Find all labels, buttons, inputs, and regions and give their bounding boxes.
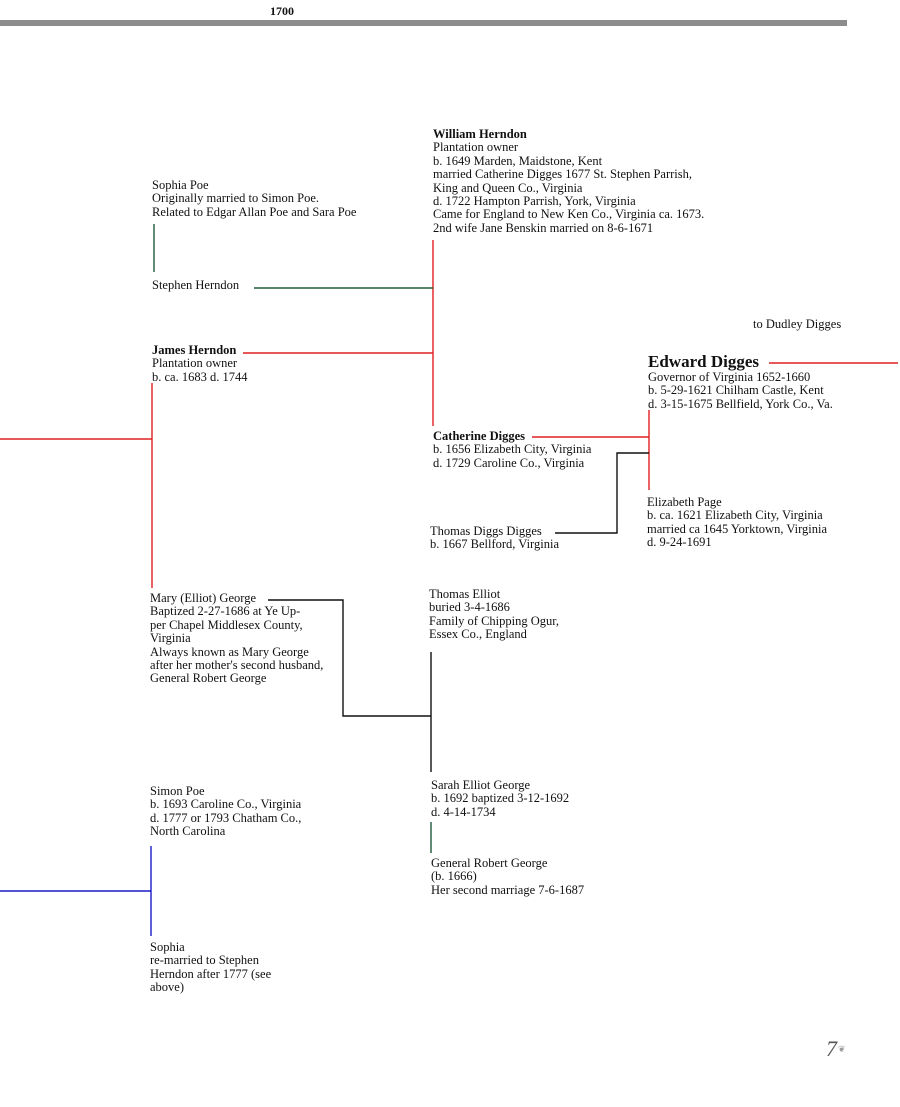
person-name: Sarah Elliot George bbox=[431, 778, 531, 792]
person-detail-line: d. 1777 or 1793 Chatham Co., bbox=[150, 810, 302, 825]
person-detail-line: Virginia bbox=[150, 631, 191, 646]
person-detail-line: b. 1656 Elizabeth City, Virginia bbox=[433, 442, 592, 457]
person-name: Mary (Elliot) George bbox=[150, 591, 256, 605]
person-detail-line: (b. 1666) bbox=[431, 869, 477, 884]
era-year-label: 1700 bbox=[270, 4, 294, 18]
person-detail-line: Plantation owner bbox=[152, 356, 238, 371]
person-detail-line: General Robert George bbox=[150, 671, 267, 686]
black-connectors bbox=[268, 452, 649, 772]
person-detail-line: King and Queen Co., Virginia bbox=[433, 180, 583, 195]
person-detail-line: North Carolina bbox=[150, 824, 226, 839]
person-name: to Dudley Digges bbox=[753, 317, 842, 331]
link-dudley-digges: to Dudley Digges bbox=[753, 317, 842, 331]
person-detail-line: b. ca. 1683 d. 1744 bbox=[152, 369, 248, 384]
header-rule bbox=[0, 20, 847, 26]
person-name: Elizabeth Page bbox=[647, 495, 722, 509]
person-detail-line: Governor of Virginia 1652-1660 bbox=[648, 370, 811, 384]
person-detail-line: Herndon after 1777 (see bbox=[150, 966, 272, 981]
person-stephen-herndon: Stephen Herndon bbox=[152, 278, 240, 292]
connector-line bbox=[268, 599, 431, 717]
person-detail-line: per Chapel Middlesex County, bbox=[150, 617, 303, 632]
person-detail-line: Always known as Mary George bbox=[150, 644, 309, 659]
person-detail-line: Her second marriage 7-6-1687 bbox=[431, 882, 585, 897]
person-detail-line: d. 9-24-1691 bbox=[647, 535, 712, 550]
person-detail-line: b. 1667 Bellford, Virginia bbox=[430, 537, 559, 552]
person-detail-line: d. 4-14-1734 bbox=[431, 804, 496, 819]
person-name: Thomas Elliot bbox=[429, 587, 501, 601]
person-name: Sophia Poe bbox=[152, 178, 209, 192]
person-name: Sophia bbox=[150, 940, 185, 954]
person-detail-line: married ca 1645 Yorktown, Virginia bbox=[647, 521, 828, 536]
green-connectors bbox=[153, 224, 433, 853]
person-name: William Herndon bbox=[433, 127, 527, 141]
person-name: James Herndon bbox=[152, 343, 237, 357]
person-detail-line: after her mother's second husband, bbox=[150, 658, 324, 673]
person-detail-line: Essex Co., England bbox=[429, 627, 527, 642]
person-detail-line: buried 3-4-1686 bbox=[429, 600, 510, 615]
person-detail-line: 2nd wife Jane Benskin married on 8-6-167… bbox=[433, 220, 654, 235]
person-name: Thomas Diggs Digges bbox=[430, 524, 542, 538]
person-detail-line: Plantation owner bbox=[433, 140, 519, 155]
person-detail-line: Family of Chipping Ogur, bbox=[429, 613, 560, 628]
person-name: Stephen Herndon bbox=[152, 278, 240, 292]
person-detail-line: d. 1729 Caroline Co., Virginia bbox=[433, 455, 585, 470]
person-detail-line: d. 3-15-1675 Bellfield, York Co., Va. bbox=[648, 396, 833, 411]
person-detail-line: married Catherine Digges 1677 St. Stephe… bbox=[433, 167, 692, 182]
leaf-ornament-icon: ❦ bbox=[838, 1044, 846, 1054]
red-connectors bbox=[0, 240, 898, 588]
person-detail-line: b. ca. 1621 Elizabeth City, Virginia bbox=[647, 508, 823, 523]
page-number: 7 bbox=[826, 1036, 837, 1061]
person-detail-line: b. 5-29-1621 Chilham Castle, Kent bbox=[648, 383, 824, 398]
person-detail-line: Originally married to Simon Poe. bbox=[152, 191, 319, 206]
person-name: Simon Poe bbox=[150, 784, 205, 798]
person-name: General Robert George bbox=[431, 856, 548, 870]
blue-connectors bbox=[0, 846, 152, 936]
person-detail-line: Baptized 2-27-1686 at Ye Up- bbox=[150, 604, 301, 619]
person-detail-line: b. 1649 Marden, Maidstone, Kent bbox=[433, 153, 603, 168]
person-detail-line: b. 1692 baptized 3-12-1692 bbox=[431, 791, 570, 806]
person-name: Catherine Digges bbox=[433, 429, 525, 443]
person-detail-line: d. 1722 Hampton Parrish, York, Virginia bbox=[433, 194, 636, 209]
person-detail-line: b. 1693 Caroline Co., Virginia bbox=[150, 797, 302, 812]
connector-line bbox=[555, 452, 649, 534]
person-general-robert-george: General Robert George(b. 1666)Her second… bbox=[431, 856, 585, 897]
person-detail-line: Came for England to New Ken Co., Virgini… bbox=[433, 207, 705, 222]
person-detail-line: above) bbox=[150, 980, 185, 995]
person-name: Edward Digges bbox=[648, 352, 759, 371]
person-detail-line: re-married to Stephen bbox=[150, 953, 259, 968]
person-detail-line: Related to Edgar Allan Poe and Sara Poe bbox=[152, 204, 357, 219]
